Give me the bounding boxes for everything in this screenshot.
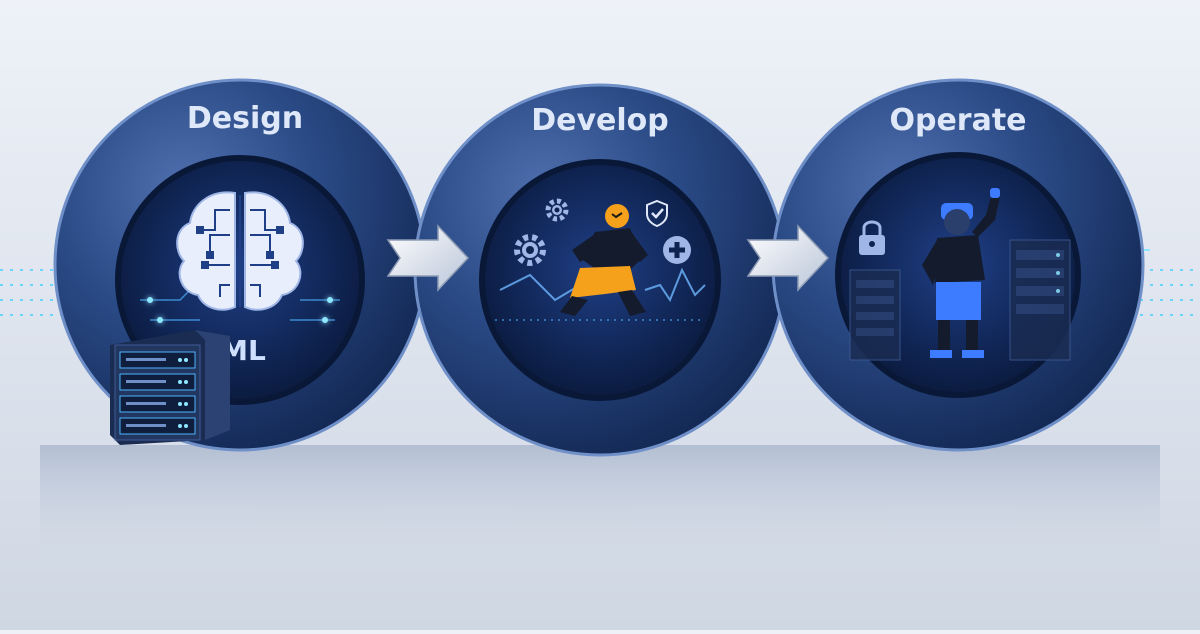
arrow-develop-to-operate [746, 224, 830, 292]
design-stage: Design [53, 78, 427, 452]
operate-label: Operate [889, 103, 1026, 138]
operate-stage: Operate [771, 78, 1145, 452]
server-rack-icon [849, 239, 1071, 361]
develop-stage: Develop [413, 83, 787, 457]
developer-figure-icon [560, 204, 648, 316]
circuit-nodes [147, 297, 333, 323]
gear-icon [514, 234, 546, 266]
trend-line [499, 267, 706, 303]
design-label: Design [187, 101, 303, 136]
gear-icon [545, 198, 569, 222]
shield-check-icon [646, 199, 668, 228]
develop-label: Develop [531, 103, 669, 138]
server-rack-icon [110, 330, 230, 445]
right-data-lines [1100, 269, 1200, 316]
arrow-design-to-develop [386, 224, 470, 292]
plus-badge-icon [663, 236, 691, 264]
floor-reflection [40, 445, 1160, 565]
lock-icon [859, 220, 885, 255]
operator-figure-icon [922, 188, 1000, 358]
brain-circuit-icon [176, 191, 304, 311]
